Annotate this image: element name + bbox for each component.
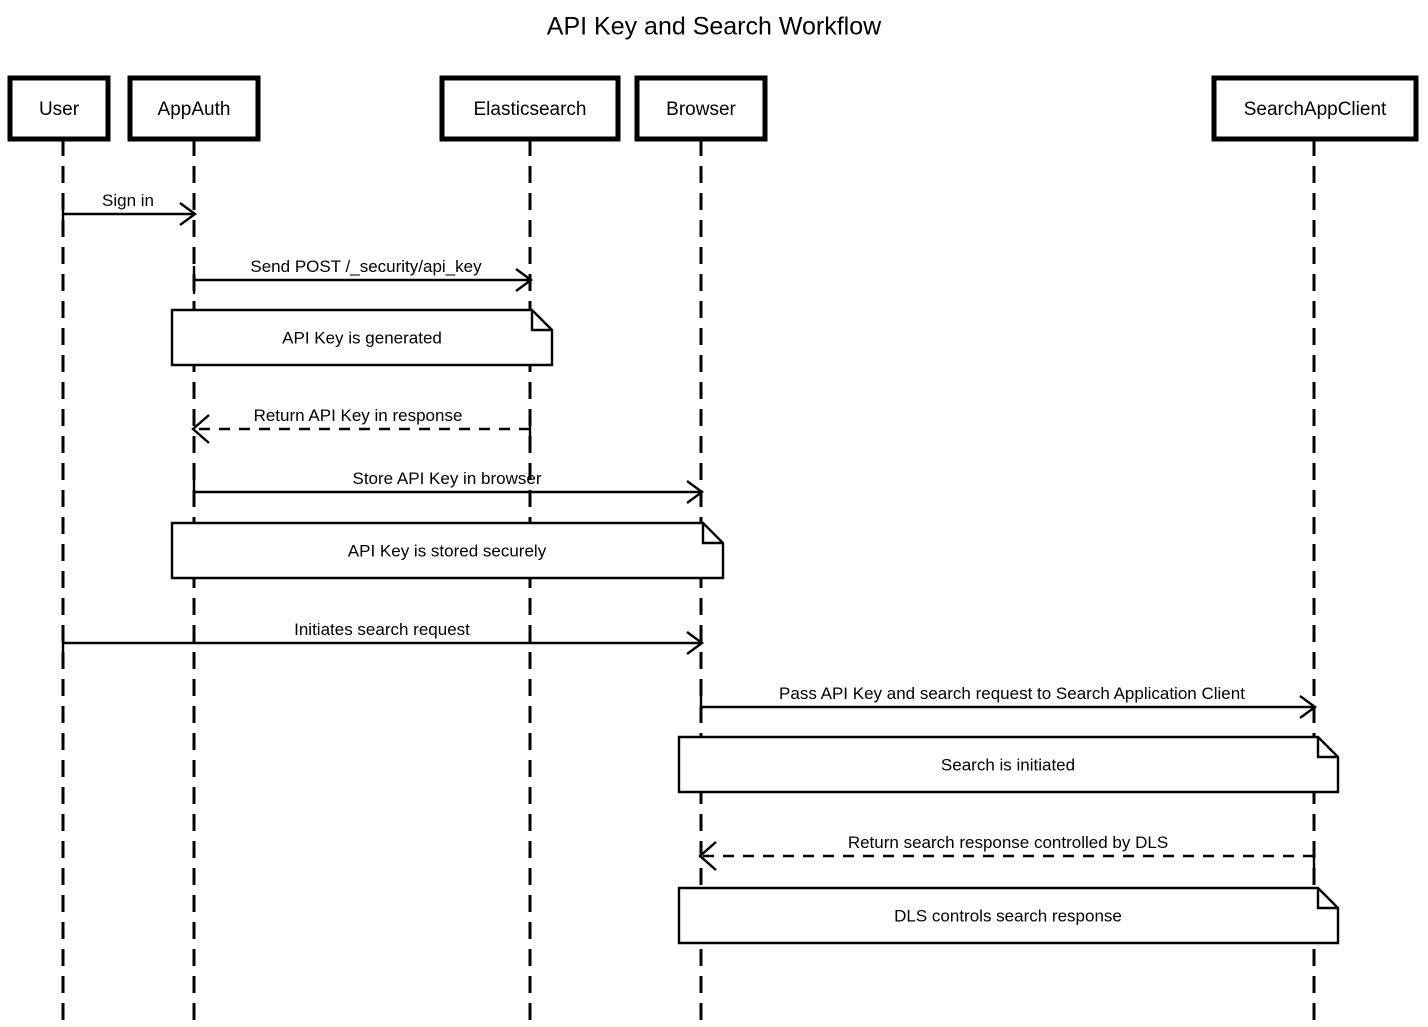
note-api-key-generated: API Key is generated [170,308,554,367]
message-pass-api-key-search[interactable]: Pass API Key and search request to Searc… [699,684,1318,721]
actor-searchappclient[interactable]: SearchAppClient [1211,75,1419,142]
actor-user[interactable]: User [7,75,111,142]
note-fold-corner-icon [1316,888,1338,910]
note-shape [677,735,1340,794]
actor-box-appauth [127,75,261,142]
message-return-api-key[interactable]: Return API Key in response [191,406,532,444]
message-return-search-response[interactable]: Return search response controlled by DLS [698,833,1316,871]
note-fold-corner-icon [701,523,723,545]
note-label: Search is initiated [941,755,1075,774]
actor-label-user: User [39,99,80,120]
actor-elasticsearch[interactable]: Elasticsearch [439,75,621,142]
note-label: DLS controls search response [894,906,1122,925]
note-shape [677,886,1340,945]
message-label: Send POST /_security/api_key [250,257,482,276]
message-send-post-api-key[interactable]: Send POST /_security/api_key [192,257,534,294]
message-sign-in[interactable]: Sign in [61,191,198,228]
note-fold-corner-icon [530,310,552,332]
note-search-initiated: Search is initiated [677,735,1340,794]
message-label: Return search response controlled by DLS [848,833,1168,852]
arrowhead-right-icon [1299,695,1318,719]
actor-label-appauth: AppAuth [158,99,231,120]
actor-box-searchappclient [1211,75,1419,142]
note-fold-corner-icon [1316,737,1338,759]
arrowhead-left-icon [698,841,717,871]
arrowhead-right-icon [179,202,198,226]
message-initiates-search[interactable]: Initiates search request [61,620,705,657]
actor-label-elasticsearch: Elasticsearch [474,99,587,120]
actor-label-browser: Browser [666,99,736,120]
arrowhead-right-icon [515,268,534,292]
note-dls-controls-response: DLS controls search response [677,886,1340,945]
message-store-api-key-browser[interactable]: Store API Key in browser [192,469,705,506]
actor-box-elasticsearch [439,75,621,142]
page-title: API Key and Search Workflow [547,13,882,41]
actor-browser[interactable]: Browser [634,75,768,142]
arrowhead-right-icon [686,631,705,655]
message-label: Initiates search request [294,620,470,639]
note-label: API Key is generated [282,328,442,347]
arrowhead-left-icon [191,414,210,444]
message-label: Sign in [102,191,154,210]
note-shape [170,521,725,580]
message-label: Return API Key in response [254,406,463,425]
actor-box-browser [634,75,768,142]
actor-label-searchappclient: SearchAppClient [1244,99,1387,120]
actor-box-user [7,75,111,142]
message-label: Store API Key in browser [353,469,542,488]
note-api-key-stored: API Key is stored securely [170,521,725,580]
actor-appauth[interactable]: AppAuth [127,75,261,142]
message-label: Pass API Key and search request to Searc… [779,684,1245,703]
note-shape [170,308,554,367]
note-label: API Key is stored securely [348,541,547,560]
arrowhead-right-icon [686,480,705,504]
